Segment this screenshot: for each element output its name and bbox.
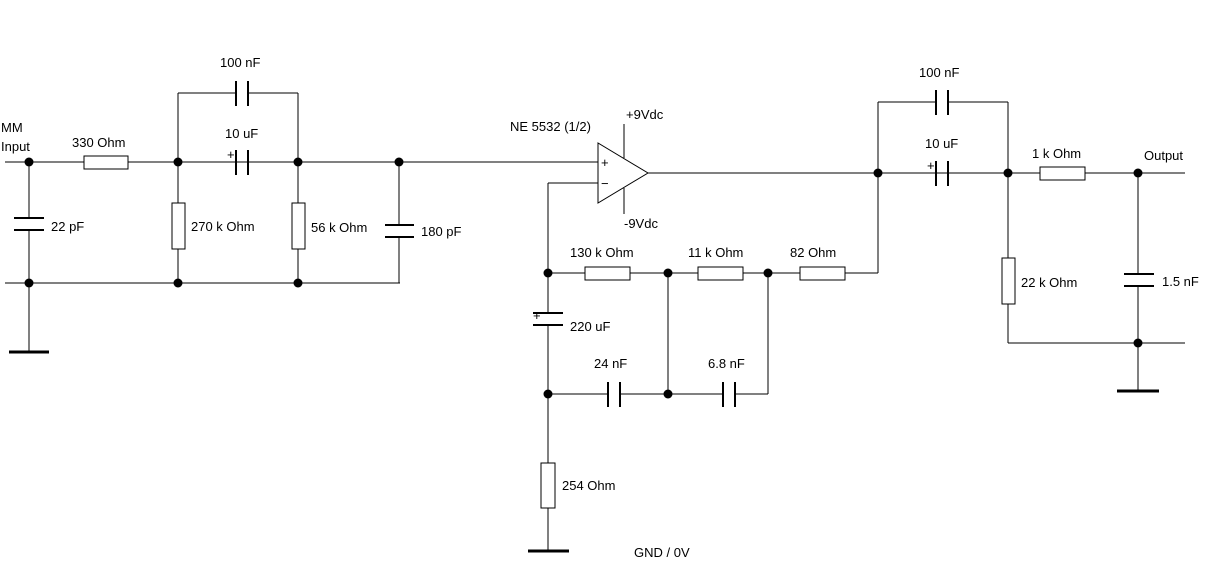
label-c-100nf-output: 100 nF bbox=[919, 65, 960, 80]
label-c-100nf-input: 100 nF bbox=[220, 55, 261, 70]
resistor-82-ohm bbox=[799, 266, 846, 281]
label-r-22k: 22 k Ohm bbox=[1021, 275, 1077, 290]
junction-dot bbox=[873, 168, 883, 178]
input-label-line2: Input bbox=[1, 139, 30, 154]
label-c-24nf: 24 nF bbox=[594, 356, 627, 371]
polarity-mark: + bbox=[927, 158, 935, 173]
output-label: Output bbox=[1144, 148, 1183, 163]
junction-dot bbox=[24, 157, 34, 167]
label-r-1k: 1 k Ohm bbox=[1032, 146, 1081, 161]
resistor-56k-ohm bbox=[291, 202, 306, 250]
resistor-1k-ohm bbox=[1039, 166, 1086, 181]
gnd-label: GND / 0V bbox=[634, 545, 690, 560]
label-r-130k: 130 k Ohm bbox=[570, 245, 634, 260]
junction-dot bbox=[394, 157, 404, 167]
input-wires bbox=[5, 92, 590, 352]
label-r-82: 82 Ohm bbox=[790, 245, 836, 260]
capacitor-22pf bbox=[14, 217, 44, 231]
junction-dot bbox=[173, 157, 183, 167]
junction-dot bbox=[543, 268, 553, 278]
capacitor-1n5f bbox=[1124, 273, 1154, 287]
polarity-mark: + bbox=[227, 147, 235, 162]
polarity-mark: + bbox=[533, 308, 541, 323]
capacitor-24nf bbox=[607, 382, 621, 407]
label-r-56k: 56 k Ohm bbox=[311, 220, 367, 235]
junction-dot bbox=[293, 278, 303, 288]
junction-dot bbox=[173, 278, 183, 288]
junction-dot bbox=[1133, 168, 1143, 178]
label-c-10uf-output: 10 uF bbox=[925, 136, 958, 151]
capacitor-220uf bbox=[533, 312, 563, 326]
opamp-label: NE 5532 (1/2) bbox=[510, 119, 591, 134]
label-c-220uf: 220 uF bbox=[570, 319, 611, 334]
supply-negative: -9Vdc bbox=[624, 216, 658, 231]
input-label-line1: MM bbox=[1, 120, 23, 135]
label-c-22pf: 22 pF bbox=[51, 219, 84, 234]
label-c-180pf: 180 pF bbox=[421, 224, 462, 239]
resistor-22k-ohm bbox=[1001, 257, 1016, 305]
opamp-plus-input: + bbox=[601, 155, 609, 170]
label-r-11k: 11 k Ohm bbox=[688, 245, 743, 260]
junction-dot bbox=[763, 268, 773, 278]
label-c-6n8f: 6.8 nF bbox=[708, 356, 745, 371]
capacitor-10uf-input bbox=[235, 150, 249, 175]
supply-positive: +9Vdc bbox=[626, 107, 664, 122]
junction-dot bbox=[293, 157, 303, 167]
label-r-270k: 270 k Ohm bbox=[191, 219, 255, 234]
opamp-minus-input: − bbox=[601, 176, 609, 191]
junction-dot bbox=[543, 389, 553, 399]
resistor-11k-ohm bbox=[697, 266, 744, 281]
label-r-330: 330 Ohm bbox=[72, 135, 125, 150]
junction-dots bbox=[24, 157, 1143, 399]
resistor-254-ohm bbox=[540, 462, 556, 509]
junction-dot bbox=[1133, 338, 1143, 348]
label-c-10uf-input: 10 uF bbox=[225, 126, 258, 141]
resistor-270k-ohm bbox=[171, 202, 186, 250]
junction-dot bbox=[24, 278, 34, 288]
junction-dot bbox=[663, 389, 673, 399]
capacitor-100nf-output bbox=[935, 90, 949, 115]
feedback-wires bbox=[547, 102, 879, 551]
capacitor-6n8f bbox=[722, 382, 736, 407]
resistor-330-ohm bbox=[83, 155, 129, 170]
label-c-1n5f: 1.5 nF bbox=[1162, 274, 1199, 289]
resistor-130k-ohm bbox=[584, 266, 631, 281]
junction-dot bbox=[663, 268, 673, 278]
capacitor-10uf-output bbox=[935, 161, 949, 186]
junction-dot bbox=[1003, 168, 1013, 178]
capacitor-100nf-input bbox=[235, 81, 249, 106]
label-r-254: 254 Ohm bbox=[562, 478, 615, 493]
capacitor-180pf bbox=[385, 224, 414, 238]
